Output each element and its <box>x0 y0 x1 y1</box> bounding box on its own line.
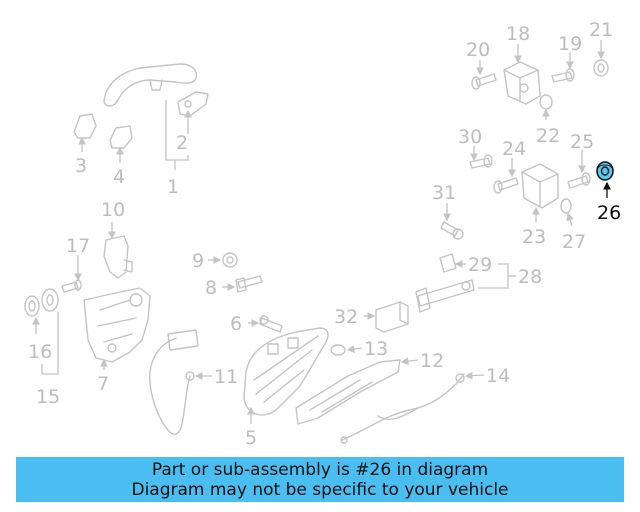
part-28-door-check <box>415 279 475 313</box>
callout-22: 22 <box>536 125 560 147</box>
part-9-grommet <box>222 252 238 268</box>
callout-32: 32 <box>334 306 358 328</box>
callout-11: 11 <box>214 366 238 388</box>
part-23-lower-hinge <box>521 163 559 209</box>
part-15-bushing <box>41 288 59 312</box>
callout-27: 27 <box>562 231 586 253</box>
part-24-bolt <box>493 177 519 194</box>
part-6-bolt <box>259 315 283 333</box>
banner-line-disclaimer: Diagram may not be specific to your vehi… <box>131 479 509 500</box>
callout-17: 17 <box>66 235 90 257</box>
part-20-bolt <box>471 73 497 90</box>
info-banner: Part or sub-assembly is #26 in diagram D… <box>16 457 624 502</box>
callout-16: 16 <box>28 341 52 363</box>
part-12-inner-handle <box>295 359 401 425</box>
callout-26: 26 <box>597 202 621 224</box>
callout-28: 28 <box>518 266 542 288</box>
callout-23: 23 <box>522 226 546 248</box>
callout-3: 3 <box>75 155 87 177</box>
part-2-handle-cover <box>177 91 209 117</box>
callout-18: 18 <box>506 23 530 45</box>
part-25-bolt <box>567 172 591 189</box>
part-8-bolt <box>235 275 263 293</box>
callout-20: 20 <box>466 39 490 61</box>
callout-10: 10 <box>101 199 125 221</box>
part-10-lock-rod <box>103 235 133 279</box>
part-31-bolt <box>440 221 464 240</box>
part-1-door-handle <box>103 63 198 107</box>
part-13-washer <box>330 344 346 356</box>
callout-25: 25 <box>570 131 594 153</box>
part-30-bolt <box>469 154 493 169</box>
part-19-bolt <box>551 68 575 83</box>
callout-5: 5 <box>245 427 257 449</box>
callout-30: 30 <box>458 126 482 148</box>
part-14-rod <box>340 373 465 444</box>
callout-15: 15 <box>36 386 60 408</box>
callout-12: 12 <box>420 350 444 372</box>
callout-labels: 1 2 3 4 5 6 7 8 9 10 11 12 13 14 15 16 1… <box>28 19 621 449</box>
part-22-bushing <box>539 94 553 110</box>
callout-8: 8 <box>205 277 217 299</box>
callout-21: 21 <box>589 19 613 41</box>
part-32-switch <box>375 301 409 333</box>
part-3-cap <box>73 113 97 139</box>
part-16-bushing <box>24 295 40 317</box>
part-11-cable <box>149 329 199 435</box>
part-18-upper-hinge <box>503 61 541 105</box>
callout-1: 1 <box>167 176 179 198</box>
part-7-door-latch <box>83 287 151 363</box>
callout-7: 7 <box>97 373 109 395</box>
part-17-screw <box>61 279 82 293</box>
callout-14: 14 <box>486 365 510 387</box>
callout-6: 6 <box>230 313 242 335</box>
part-29-clip <box>439 253 457 273</box>
callout-31: 31 <box>432 182 456 204</box>
leader-lines <box>32 40 611 424</box>
callout-9: 9 <box>192 250 204 272</box>
callout-13: 13 <box>364 338 388 360</box>
part-21-nut <box>593 59 609 77</box>
banner-line-part: Part or sub-assembly is #26 in diagram <box>151 459 489 480</box>
part-26-nut-highlighted <box>596 161 614 181</box>
callout-19: 19 <box>558 33 582 55</box>
callout-29: 29 <box>468 254 492 276</box>
callout-4: 4 <box>113 166 125 188</box>
part-5-door-module <box>243 327 329 416</box>
callout-24: 24 <box>502 138 526 160</box>
part-27-bushing <box>560 198 572 214</box>
callout-2: 2 <box>176 132 188 154</box>
part-4-gasket <box>109 125 133 149</box>
